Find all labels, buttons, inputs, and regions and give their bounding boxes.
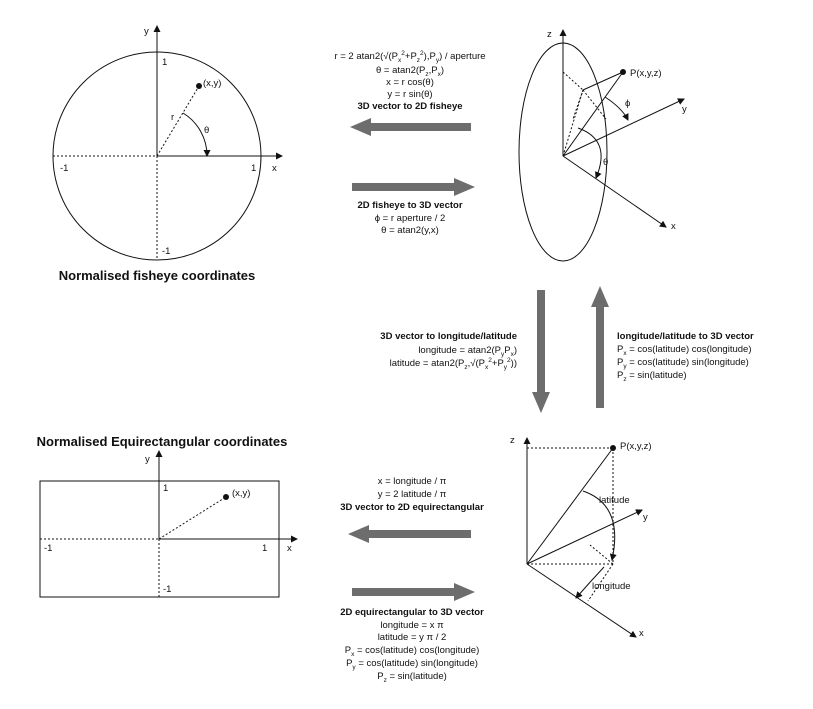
- from-lonlat-eq2: Py = cos(latitude) sin(longitude): [617, 357, 749, 370]
- fisheye-tick-x-pos: 1: [251, 163, 256, 174]
- from-lonlat-heading: longitude/latitude to 3D vector: [617, 331, 754, 342]
- arrow-from-fisheye: [352, 178, 475, 196]
- to-equirect-eq2: y = 2 latitude / π: [378, 489, 447, 500]
- from-fisheye-eq1: ϕ = r aperture / 2: [375, 213, 446, 224]
- arrow-to-fisheye: [350, 118, 471, 136]
- vector3d-bottom-proj-y: [589, 544, 614, 565]
- vector3d-top-axis-y-label: y: [682, 104, 687, 115]
- vector3d-top-proj-base: [562, 89, 584, 157]
- vector3d-top-panel: z y x P(x,y,z) ϕ θ: [518, 29, 687, 262]
- arrow-from-equirect: [352, 583, 475, 601]
- equirect-tick-x-neg: -1: [44, 543, 52, 554]
- to-fisheye-eq3: x = r cos(θ): [386, 77, 434, 88]
- to-lonlat-eq1: longitude = atan2(PyPx): [418, 345, 517, 358]
- arrow-from-lonlat: [591, 286, 609, 408]
- fisheye-axis-y-label: y: [144, 26, 149, 37]
- to-lonlat-heading: 3D vector to longitude/latitude: [380, 331, 517, 342]
- equirect-point-label: (x,y): [232, 488, 250, 499]
- vector3d-top-x-axis: [562, 155, 667, 228]
- vector3d-top-vector: [562, 71, 624, 157]
- to-fisheye-eq2: θ = atan2(Pz,Px): [376, 65, 444, 78]
- vector3d-top-axis-x-label: x: [671, 221, 676, 232]
- fisheye-tick-y-pos: 1: [162, 57, 167, 68]
- from-equirect-block: 2D equirectangular to 3D vector longitud…: [340, 607, 484, 684]
- from-equirect-eq1: longitude = x π: [380, 620, 444, 631]
- vector3d-top-y-axis: [562, 98, 685, 157]
- from-lonlat-eq1: Px = cos(latitude) cos(longitude): [617, 344, 751, 357]
- vector3d-top-phi-label: ϕ: [625, 98, 630, 109]
- equirect-axis-x-label: x: [287, 543, 292, 554]
- to-equirect-block: x = longitude / π y = 2 latitude / π 3D …: [340, 476, 484, 513]
- from-equirect-eq2: latitude = y π / 2: [378, 632, 447, 643]
- vector3d-bottom-axis-y-label: y: [643, 512, 648, 523]
- fisheye-title: Normalised fisheye coordinates: [59, 268, 256, 283]
- vector3d-bottom-latitude-arc: [582, 490, 617, 561]
- vector3d-bottom-latitude-label: latitude: [599, 495, 630, 506]
- from-equirect-eq5: Pz = sin(latitude): [377, 671, 447, 684]
- fisheye-tick-x-neg: -1: [60, 163, 68, 174]
- from-lonlat-block: longitude/latitude to 3D vector Px = cos…: [617, 331, 754, 383]
- equirect-title: Normalised Equirectangular coordinates: [37, 434, 288, 449]
- vector3d-top-proj-z: [562, 71, 584, 91]
- vector3d-bottom-axis-z-label: z: [510, 435, 515, 446]
- arrow-to-lonlat: [532, 290, 550, 413]
- to-fisheye-heading: 3D vector to 2D fisheye: [357, 101, 462, 112]
- from-equirect-heading: 2D equirectangular to 3D vector: [340, 607, 484, 618]
- vector3d-bottom-longitude-arc: [575, 566, 605, 599]
- vector3d-top-proj-x: [572, 89, 584, 120]
- fisheye-point-label: (x,y): [203, 78, 221, 89]
- equirect-tick-x-pos: 1: [262, 543, 267, 554]
- to-fisheye-eq4: y = r sin(θ): [387, 89, 432, 100]
- fisheye-r-label: r: [171, 112, 174, 123]
- fisheye-theta-arc: [182, 112, 211, 157]
- equirect-tick-y-neg: -1: [163, 584, 171, 595]
- vector3d-top-theta-label: θ: [603, 157, 608, 168]
- vector3d-top-axis-z-label: z: [547, 29, 552, 40]
- equirect-tick-y-pos: 1: [163, 483, 168, 494]
- from-lonlat-eq3: Pz = sin(latitude): [617, 370, 687, 383]
- vector3d-top-point-label: P(x,y,z): [630, 68, 662, 79]
- to-equirect-eq1: x = longitude / π: [378, 476, 447, 487]
- equirect-point: [223, 494, 229, 500]
- from-fisheye-eq2: θ = atan2(y,x): [381, 225, 439, 236]
- to-fisheye-eq1: r = 2 atan2(√(Px2+Pz2),Py) / aperture: [334, 50, 485, 64]
- from-fisheye-block: 2D fisheye to 3D vector ϕ = r aperture /…: [357, 200, 462, 236]
- vector3d-bottom-y-axis: [526, 509, 643, 565]
- fisheye-radius-line: [156, 85, 200, 157]
- vector3d-bottom-panel: z y x P(x,y,z) latitude longitude: [510, 435, 652, 639]
- fisheye-panel: y x 1 -1 1 -1 (x,y) r θ Normalised fishe…: [52, 25, 283, 283]
- vector3d-bottom-point-label: P(x,y,z): [620, 441, 652, 452]
- fisheye-point: [196, 83, 202, 89]
- to-fisheye-block: r = 2 atan2(√(Px2+Pz2),Py) / aperture θ …: [334, 50, 485, 112]
- arrow-to-equirect: [348, 525, 471, 543]
- equirect-point-line: [158, 496, 227, 540]
- vector3d-bottom-proj-x: [587, 563, 614, 602]
- equirect-axis-y-label: y: [145, 454, 150, 465]
- to-equirect-heading: 3D vector to 2D equirectangular: [340, 502, 484, 513]
- fisheye-axis-x-label: x: [272, 163, 277, 174]
- vector3d-bottom-longitude-label: longitude: [592, 581, 631, 592]
- vector3d-bottom-vector: [526, 447, 614, 565]
- from-fisheye-heading: 2D fisheye to 3D vector: [357, 200, 462, 211]
- fisheye-theta-label: θ: [204, 125, 209, 136]
- vector3d-bottom-x-axis: [526, 563, 637, 638]
- fisheye-tick-y-neg: -1: [162, 246, 170, 257]
- vector3d-top-phi-arc: [604, 96, 629, 121]
- vector3d-top-theta-arc: [577, 127, 602, 179]
- to-lonlat-block: 3D vector to longitude/latitude longitud…: [380, 331, 517, 371]
- vector3d-top-proj-down: [582, 71, 624, 91]
- from-equirect-eq4: Py = cos(latitude) sin(longitude): [346, 658, 478, 671]
- to-lonlat-eq2: latitude = atan2(Pz,√(Px2+Py2)): [390, 357, 517, 371]
- from-equirect-eq3: Px = cos(latitude) cos(longitude): [345, 645, 479, 658]
- equirect-panel: Normalised Equirectangular coordinates y…: [37, 434, 298, 598]
- vector3d-bottom-axis-x-label: x: [639, 628, 644, 639]
